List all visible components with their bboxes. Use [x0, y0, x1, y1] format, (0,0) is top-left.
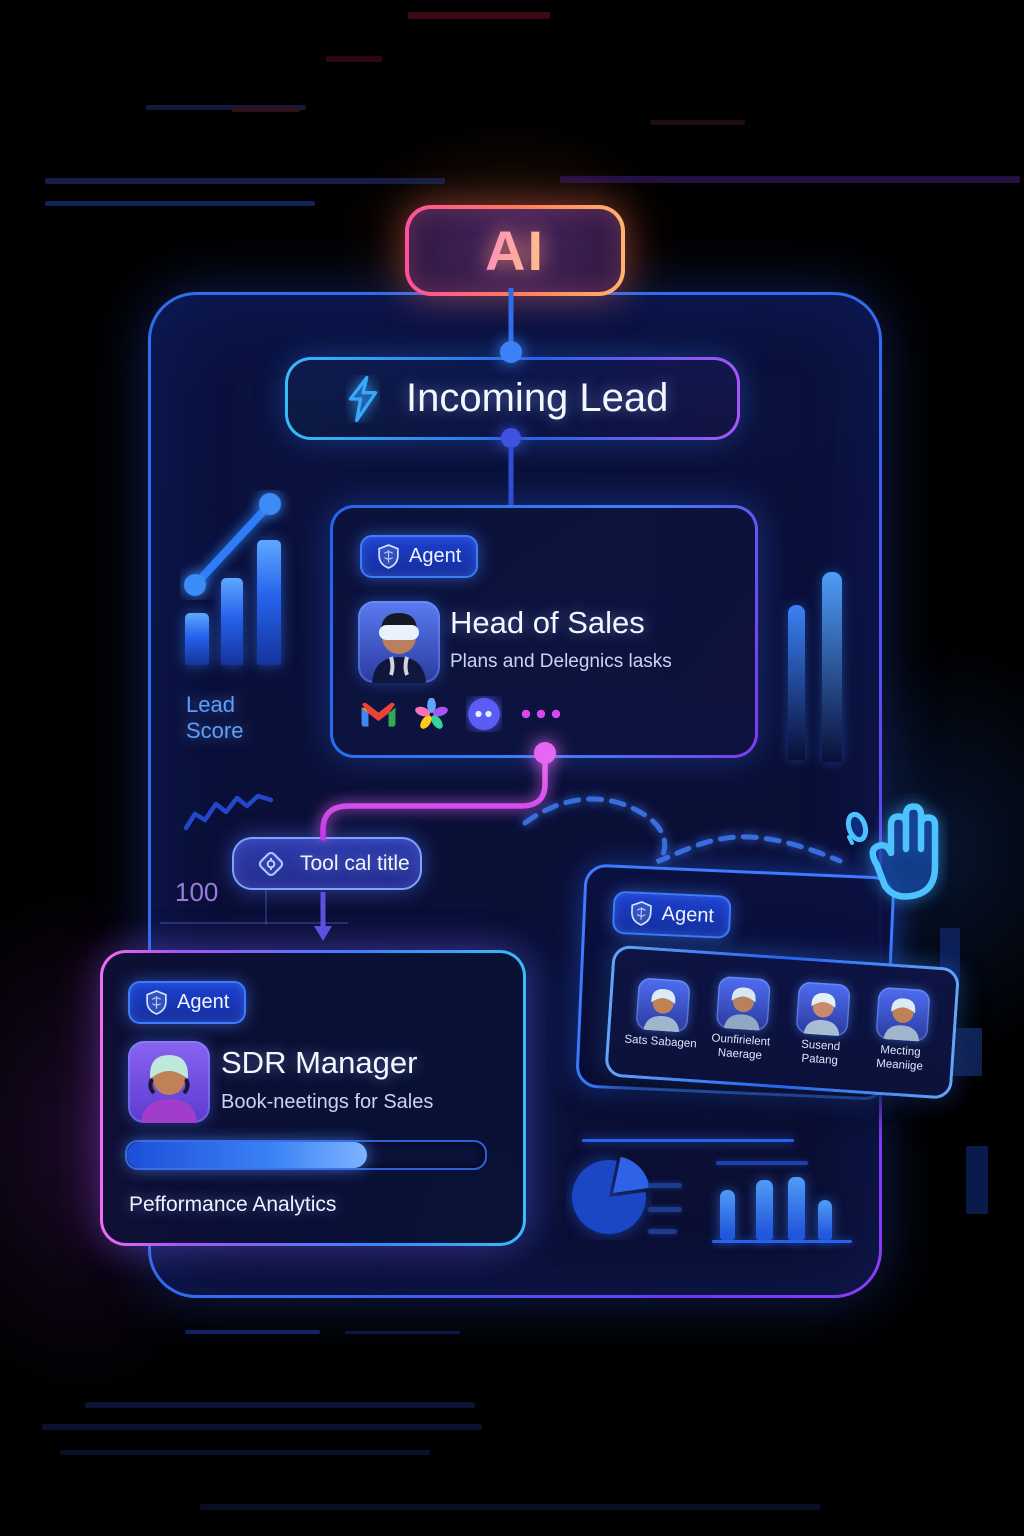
shield-icon [378, 544, 399, 569]
more-ellipsis-icon[interactable] [520, 708, 562, 720]
divider-line [582, 1139, 794, 1142]
glitch-streak [232, 107, 300, 112]
mini-bar [720, 1190, 735, 1240]
list-line [648, 1207, 682, 1212]
member-avatar [875, 986, 931, 1043]
progress-fill [127, 1142, 367, 1168]
agent-badge[interactable]: Agent [611, 890, 732, 939]
member-name: Ounfirielent Naerage [711, 1032, 771, 1062]
pinwheel-icon[interactable] [415, 697, 448, 731]
head-of-sales-card[interactable]: Agent Head of Sales Plans and Delegnics … [330, 505, 758, 758]
tool-call-label: Tool cal title [300, 851, 410, 875]
agent-badge-label: Agent [409, 545, 462, 567]
mini-bar [818, 1200, 832, 1240]
glitch-streak [185, 1330, 320, 1334]
glitch-streak [85, 1402, 475, 1408]
agent-badge-label: Agent [661, 902, 715, 928]
performance-progress-bar [125, 1140, 487, 1170]
mini-bar-chart [712, 1177, 852, 1240]
chat-dots-icon[interactable] [466, 696, 502, 732]
trend-line-icon [184, 493, 281, 596]
axis-line [160, 922, 348, 924]
glitch-streak [408, 12, 550, 19]
tool-call-node[interactable]: Tool cal title [232, 837, 422, 890]
team-member[interactable]: Sats Sabagen [621, 976, 704, 1051]
decor-bar [788, 605, 805, 760]
lead-score-bar [257, 540, 281, 665]
lead-score-bar [185, 613, 209, 665]
lead-score-label: Lead Score [186, 692, 244, 743]
head-card-title: Head of Sales [450, 605, 645, 640]
decor-bar [822, 572, 842, 762]
glitch-block [966, 1146, 988, 1214]
sdr-manager-card[interactable]: Agent SDR Manager Book-neetings for Sale… [100, 950, 526, 1246]
hand-cursor-icon [845, 803, 939, 900]
glitch-streak [345, 1331, 460, 1334]
sdr-card-title: SDR Manager [221, 1045, 418, 1080]
team-member[interactable]: Ounfirielent Naerage [701, 975, 784, 1064]
team-agent-group[interactable]: Agent Sats Sabagen Ounfirielent Naerage … [575, 863, 961, 1101]
member-avatar [635, 977, 691, 1033]
glitch-streak [60, 1450, 430, 1455]
gmail-icon[interactable] [360, 700, 397, 728]
lead-score-bar [221, 578, 243, 665]
sparkline-icon [183, 793, 274, 831]
ai-badge[interactable]: AI [405, 205, 625, 296]
agent-badge[interactable]: Agent [128, 981, 247, 1024]
head-of-sales-avatar [358, 601, 440, 683]
glitch-streak [45, 201, 315, 206]
sdr-card-subtitle: Book-neetings for Sales [221, 1091, 434, 1113]
head-card-subtitle: Plans and Delegnics lasks [450, 651, 672, 672]
mini-bar [756, 1180, 773, 1240]
glitch-block [952, 1028, 982, 1076]
integration-icons-row [360, 696, 562, 732]
lead-score-axis-value: 100 [175, 877, 219, 907]
sdr-card-footer: Pefformance Analytics [129, 1193, 337, 1216]
agent-badge-label: Agent [177, 991, 230, 1013]
list-line [648, 1229, 677, 1234]
glitch-streak [650, 120, 745, 125]
glitch-streak [42, 1424, 482, 1430]
incoming-lead-label: Incoming Lead [406, 376, 669, 420]
list-line [648, 1183, 682, 1188]
member-avatar [795, 981, 851, 1037]
list-line [716, 1161, 808, 1165]
member-name: Sats Sabagen [624, 1033, 697, 1051]
mini-bar [788, 1177, 805, 1240]
baseline [712, 1240, 852, 1243]
lead-score-bars [185, 540, 283, 665]
member-name: Susend Patang [800, 1038, 841, 1067]
team-member[interactable]: Susend Patang [780, 981, 863, 1070]
ai-badge-label: AI [485, 219, 545, 282]
glitch-streak [560, 176, 1020, 183]
shield-icon [631, 901, 652, 926]
glitch-streak [200, 1504, 820, 1510]
agent-badge[interactable]: Agent [360, 535, 479, 578]
member-name: Mecting Meaniige [875, 1044, 924, 1073]
tool-diamond-icon [258, 851, 284, 876]
team-members-strip: Sats Sabagen Ounfirielent Naerage Susend… [604, 944, 961, 1100]
sdr-manager-avatar [128, 1041, 210, 1123]
glitch-streak [146, 105, 306, 110]
team-member[interactable]: Mecting Meaniige [860, 986, 943, 1075]
pie-chart-icon [571, 1156, 650, 1234]
incoming-lead-node[interactable]: Incoming Lead [285, 357, 740, 440]
glitch-streak [326, 56, 382, 62]
member-avatar [715, 976, 772, 1032]
shield-icon [146, 990, 167, 1015]
glitch-streak [45, 178, 445, 184]
lightning-icon [348, 375, 378, 422]
